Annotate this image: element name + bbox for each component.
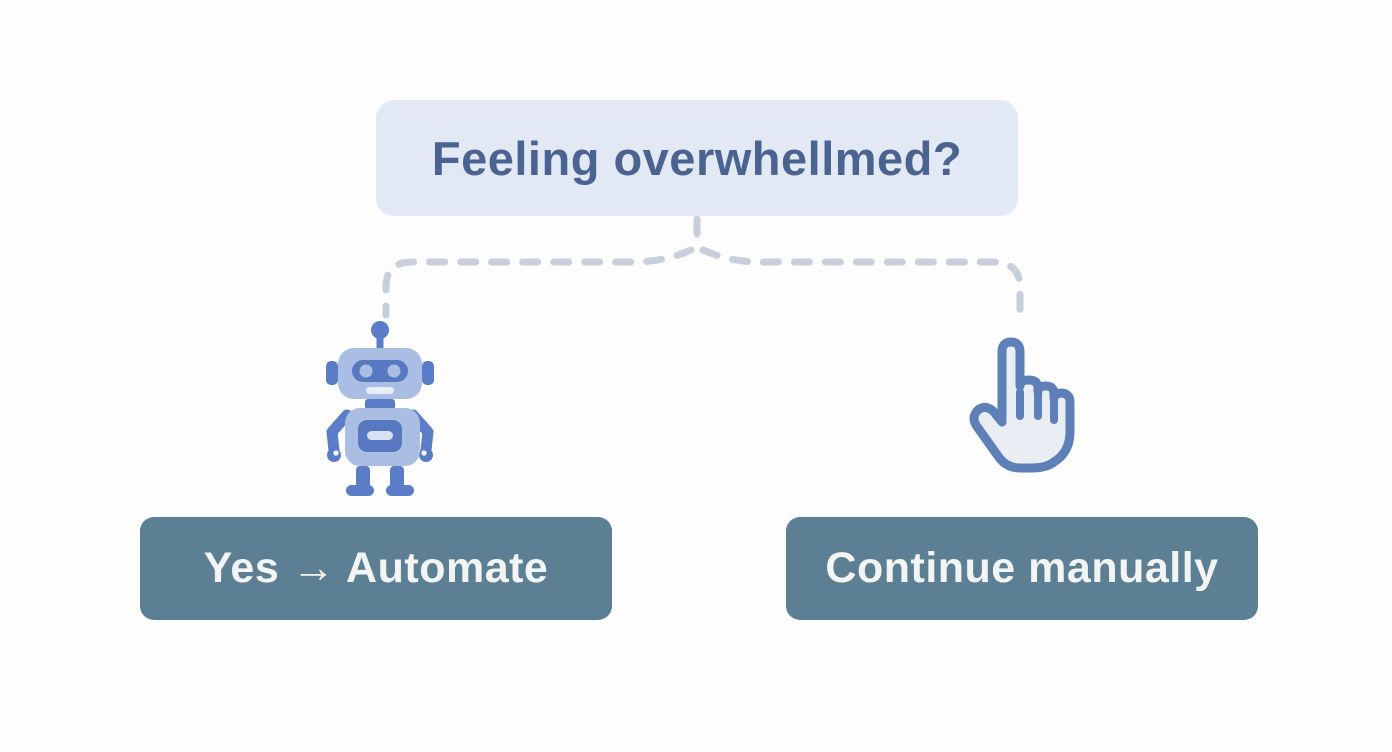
hand-pointer-icon [969, 337, 1075, 473]
connector-left-branch [382, 246, 695, 319]
continue-manually-button[interactable]: Continue manually [786, 517, 1258, 620]
automate-button-label: Yes → Automate [203, 544, 549, 592]
decision-box: Feeling overwhellmed? [376, 100, 1018, 216]
robot-icon [326, 321, 434, 496]
continue-manually-button-label: Continue manually [825, 544, 1219, 592]
decision-question-label: Feeling overwhellmed? [431, 131, 963, 185]
automate-button[interactable]: Yes → Automate [140, 517, 612, 620]
connector-right-branch [699, 246, 1024, 323]
